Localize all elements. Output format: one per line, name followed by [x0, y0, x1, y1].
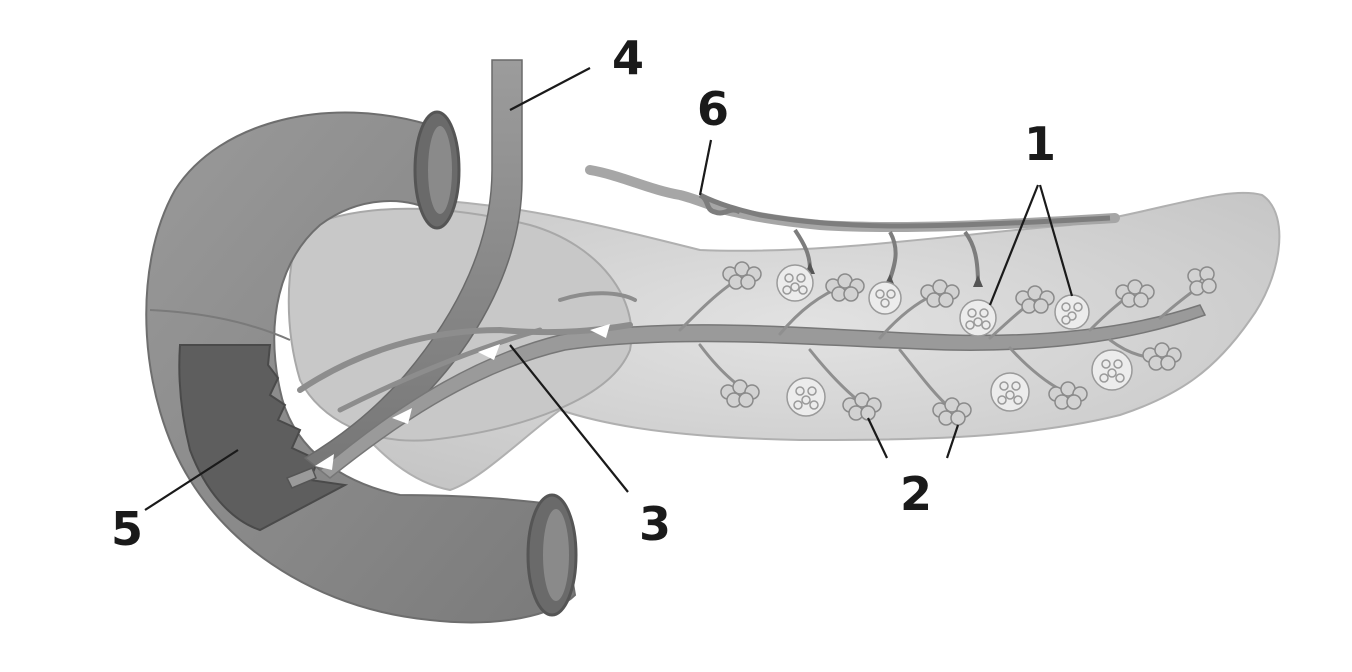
vein [585, 165, 1120, 233]
flow-arrows [315, 324, 610, 470]
papilla [285, 467, 317, 489]
islets [776, 264, 1133, 417]
leader-3 [509, 344, 629, 493]
label-2: 2 [900, 467, 932, 521]
label-3: 3 [639, 497, 671, 551]
label-4: 4 [612, 31, 644, 85]
label-1: 1 [1024, 117, 1056, 171]
leader-5 [144, 449, 239, 511]
leader-6 [698, 139, 713, 196]
leader-lines [144, 67, 1074, 511]
label-5: 5 [111, 502, 143, 556]
leader-1a [988, 184, 1040, 306]
label-6: 6 [697, 82, 729, 136]
leader-1b [1038, 184, 1074, 297]
leader-2a [867, 417, 888, 459]
leader-2b [945, 424, 960, 459]
acini-clusters [720, 261, 1217, 426]
leader-4 [509, 67, 591, 111]
